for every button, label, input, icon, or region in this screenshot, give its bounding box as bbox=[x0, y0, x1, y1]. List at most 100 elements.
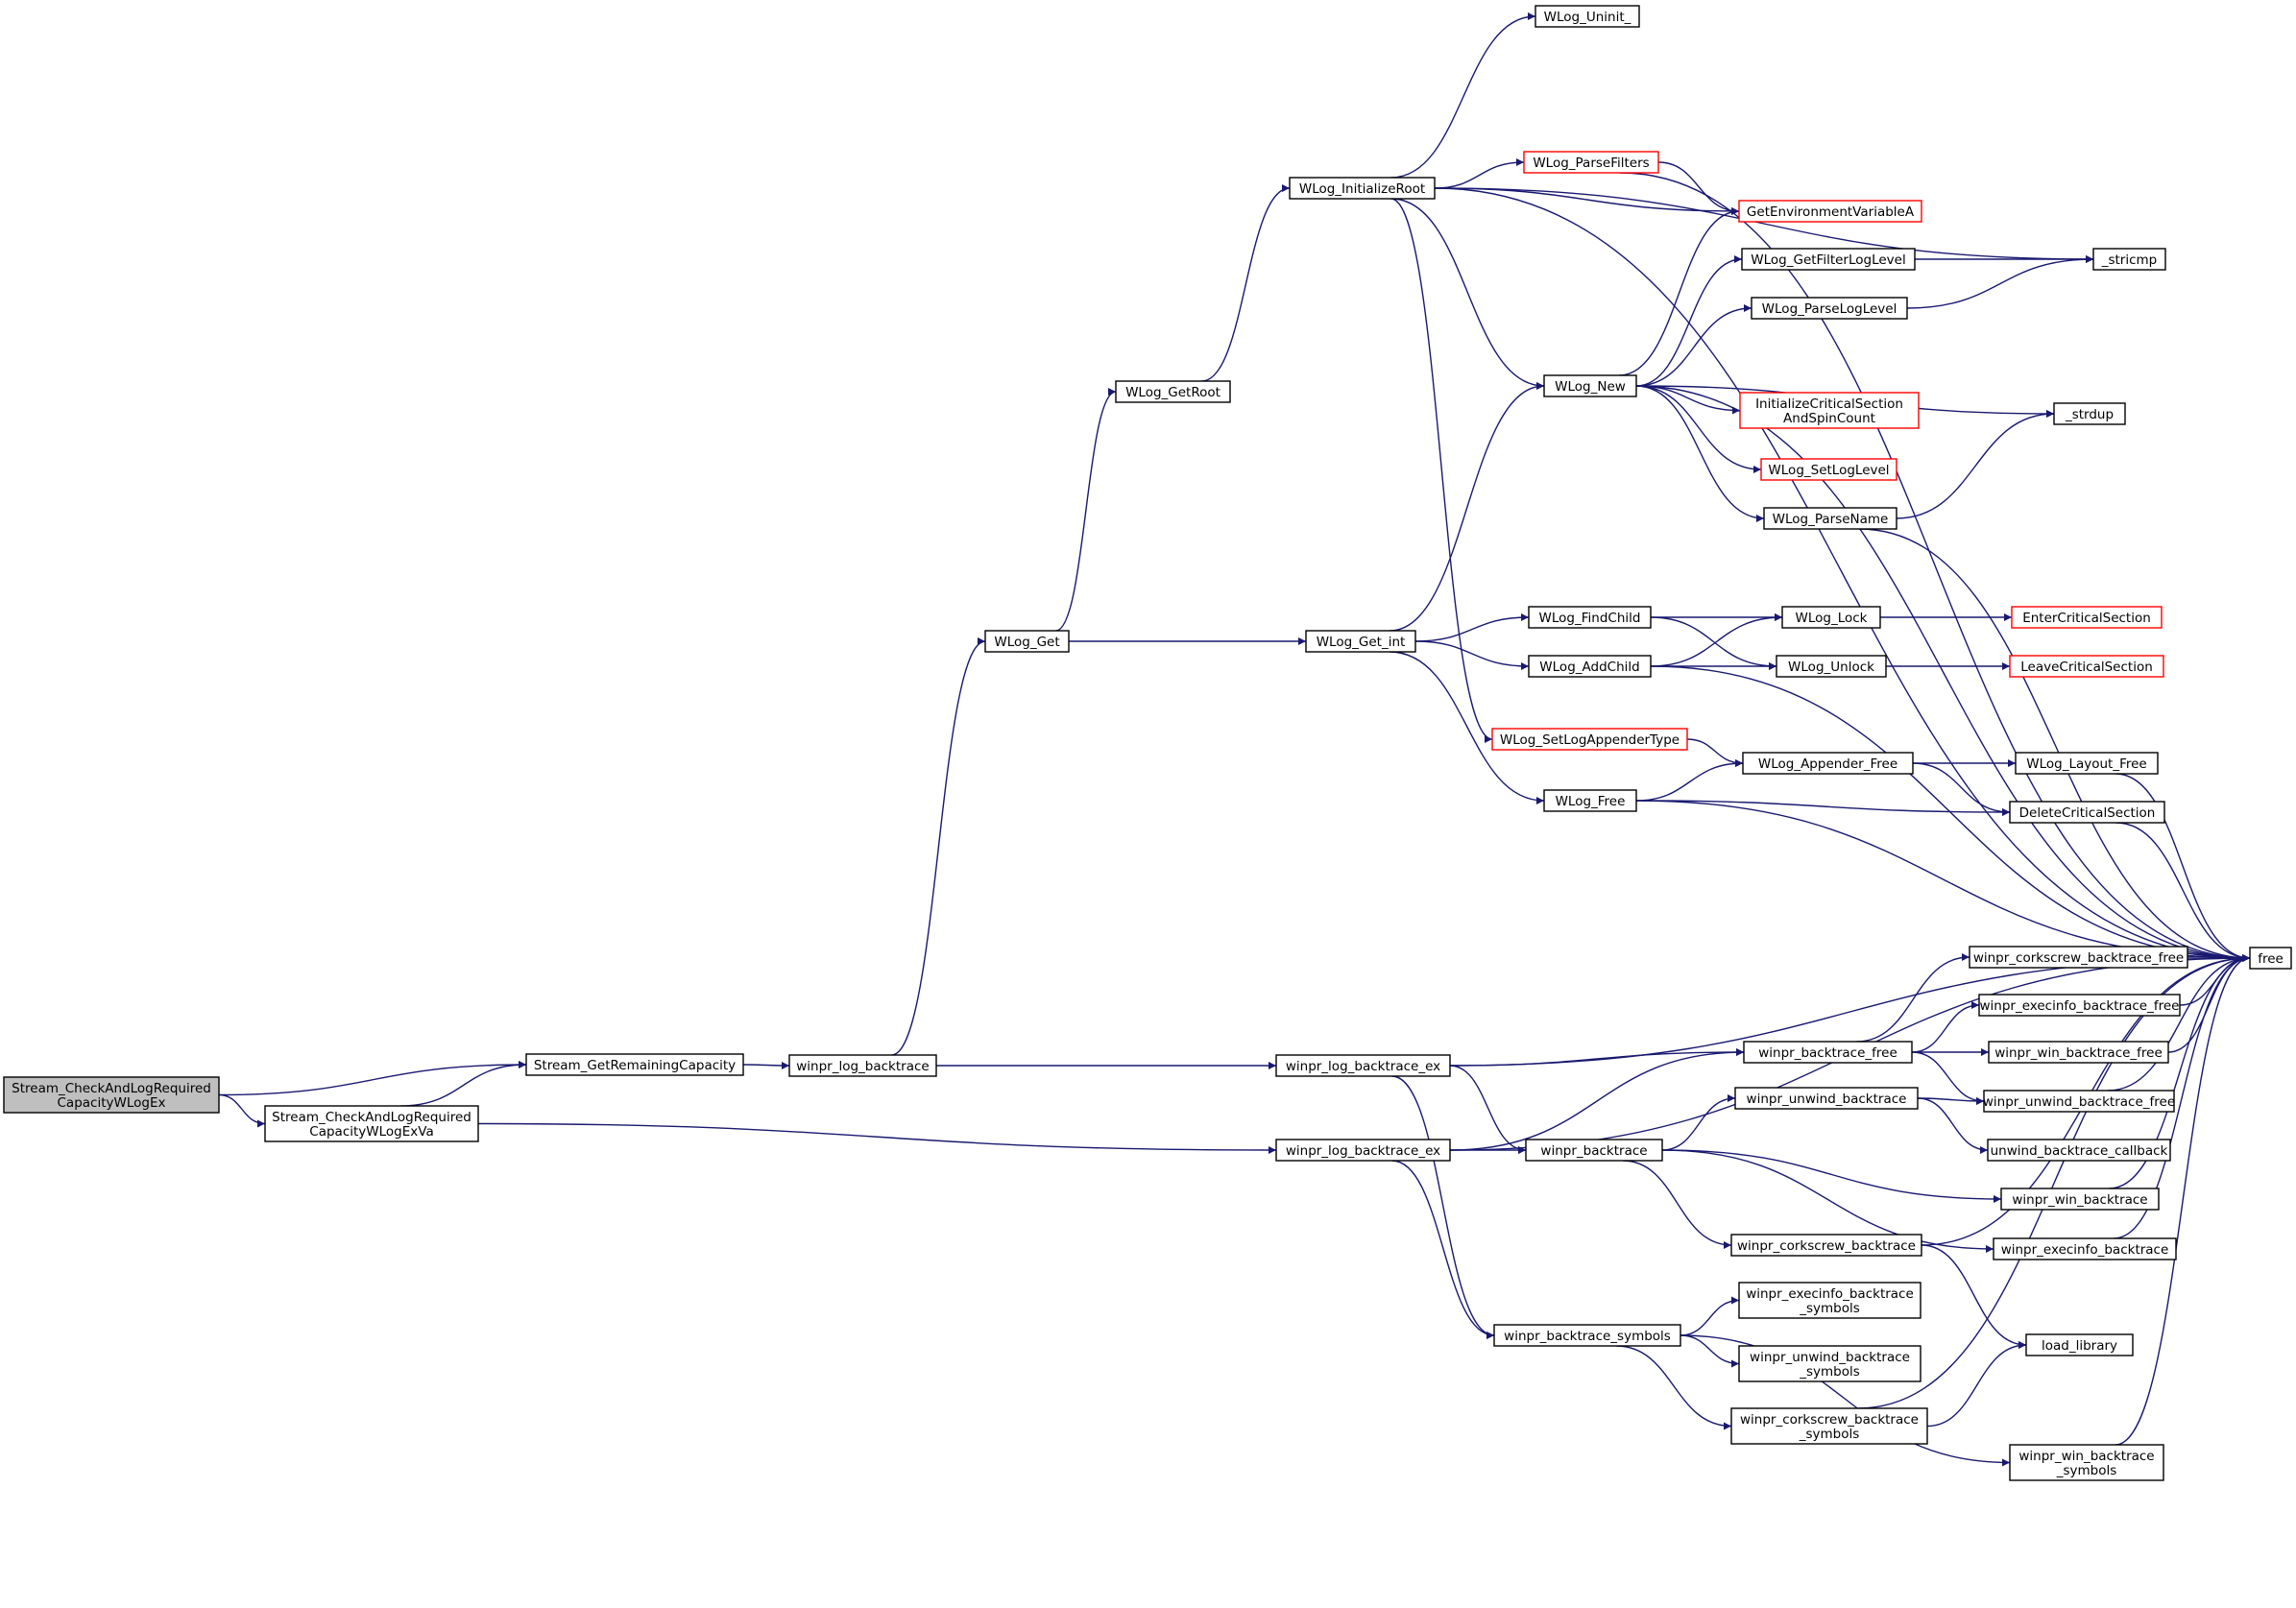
function-node-label: winpr_execinfo_backtrace_free bbox=[1980, 998, 2180, 1014]
function-node-strdup[interactable]: _strdup bbox=[2053, 402, 2126, 425]
function-node-entercs[interactable]: EnterCriticalSection bbox=[2011, 606, 2163, 629]
function-node-stricmp[interactable]: _stricmp bbox=[2092, 248, 2166, 271]
function-node-appfree[interactable]: WLog_Appender_Free bbox=[1742, 752, 1914, 775]
function-node-layoutfree[interactable]: WLog_Layout_Free bbox=[2015, 752, 2159, 775]
function-node-label: winpr_unwind_backtrace_free bbox=[1983, 1094, 2175, 1110]
call-edge-root-to-getremcap bbox=[218, 1061, 527, 1096]
call-edge-btfree-to-unwindfree bbox=[1911, 1051, 1985, 1105]
function-node-free[interactable]: free bbox=[2249, 947, 2292, 970]
function-node-winfree[interactable]: winpr_win_backtrace_free bbox=[1988, 1041, 2169, 1064]
function-node-unwindcb[interactable]: unwind_backtrace_callback bbox=[1987, 1139, 2171, 1162]
function-node-getfilterll[interactable]: WLog_GetFilterLogLevel bbox=[1741, 248, 1916, 271]
function-node-label: WLog_Layout_Free bbox=[2026, 756, 2147, 772]
function-node-loadlib[interactable]: load_library bbox=[2025, 1333, 2134, 1356]
function-node-label: winpr_unwind_backtrace bbox=[1750, 1350, 1910, 1365]
function-node-label: _symbols bbox=[1799, 1301, 1860, 1316]
function-node-box bbox=[1969, 946, 2188, 969]
function-node-btsym[interactable]: winpr_backtrace_symbols bbox=[1493, 1324, 1681, 1347]
function-node-addchild[interactable]: WLog_AddChild bbox=[1528, 655, 1652, 678]
function-node-getremcap[interactable]: Stream_GetRemainingCapacity bbox=[525, 1053, 744, 1076]
function-node-unwindfree[interactable]: winpr_unwind_backtrace_free bbox=[1983, 1090, 2175, 1113]
function-node-backtrace[interactable]: winpr_backtrace bbox=[1525, 1139, 1663, 1162]
function-node-setappender[interactable]: WLog_SetLogAppenderType bbox=[1491, 728, 1688, 751]
function-node-setll[interactable]: WLog_SetLogLevel bbox=[1760, 458, 1897, 481]
function-node-getint[interactable]: WLog_Get_int bbox=[1305, 630, 1416, 653]
call-edge-btfree-to-execfree bbox=[1911, 1001, 1980, 1053]
function-node-label: winpr_execinfo_backtrace bbox=[1746, 1286, 1914, 1302]
function-node-label: WLog_InitializeRoot bbox=[1299, 181, 1425, 197]
call-edge-initroot-to-setappender bbox=[1390, 198, 1493, 743]
function-node-unwindbt[interactable]: winpr_unwind_backtrace bbox=[1734, 1087, 1919, 1110]
call-edge-btsym-to-execsym bbox=[1680, 1296, 1740, 1336]
call-edge-getint-to-wlognew bbox=[1389, 382, 1545, 632]
function-node-wlogfree[interactable]: WLog_Free bbox=[1543, 789, 1637, 812]
function-node-label: WLog_ParseFilters bbox=[1533, 156, 1649, 171]
function-node-box bbox=[2025, 1333, 2134, 1356]
call-edge-initroot-to-stricmp bbox=[1434, 187, 2094, 263]
function-node-uninit[interactable]: WLog_Uninit_ bbox=[1535, 5, 1640, 28]
function-node-logbtex1[interactable]: winpr_log_backtrace_ex bbox=[1275, 1054, 1451, 1077]
call-edge-logbtex2-to-btsym bbox=[1391, 1160, 1495, 1339]
function-node-label: _strdup bbox=[2065, 407, 2114, 422]
function-node-label: WLog_ParseName bbox=[1773, 512, 1889, 527]
function-node-findchild[interactable]: WLog_FindChild bbox=[1528, 606, 1652, 629]
function-node-vafn[interactable]: Stream_CheckAndLogRequiredCapacityWLogEx… bbox=[264, 1105, 479, 1142]
call-edge-getroot-to-initroot bbox=[1201, 184, 1291, 382]
function-node-box bbox=[1760, 458, 1897, 481]
function-node-execbt[interactable]: winpr_execinfo_backtrace bbox=[1993, 1237, 2177, 1260]
function-node-btfree[interactable]: winpr_backtrace_free bbox=[1743, 1041, 1913, 1064]
function-node-initroot[interactable]: WLog_InitializeRoot bbox=[1289, 177, 1436, 200]
function-node-label: _symbols bbox=[2056, 1463, 2117, 1478]
function-node-deletecs[interactable]: DeleteCriticalSection bbox=[2009, 801, 2165, 824]
call-edge-wlogfree-to-appfree bbox=[1635, 759, 1744, 802]
function-node-logbtex2[interactable]: winpr_log_backtrace_ex bbox=[1275, 1139, 1451, 1162]
function-node-box bbox=[1763, 507, 1897, 530]
function-node-box bbox=[1528, 655, 1652, 678]
function-node-execsym[interactable]: winpr_execinfo_backtrace_symbols bbox=[1738, 1282, 1921, 1319]
function-node-execfree[interactable]: winpr_execinfo_backtrace_free bbox=[1978, 994, 2181, 1017]
function-node-corksym[interactable]: winpr_corkscrew_backtrace_symbols bbox=[1730, 1407, 1928, 1445]
function-node-label: WLog_FindChild bbox=[1539, 611, 1641, 626]
call-edge-winsym-to-free bbox=[2115, 954, 2251, 1446]
function-node-label: WLog_Lock bbox=[1796, 611, 1868, 626]
function-node-wlogget[interactable]: WLog_Get bbox=[984, 630, 1070, 653]
call-edge-corksym-to-loadlib bbox=[1926, 1341, 2027, 1428]
function-node-parsename[interactable]: WLog_ParseName bbox=[1763, 507, 1897, 530]
function-node-box bbox=[1988, 1041, 2169, 1064]
function-node-winsym[interactable]: winpr_win_backtrace_symbols bbox=[2009, 1444, 2164, 1481]
function-node-label: WLog_Get_int bbox=[1317, 635, 1406, 650]
function-node-box bbox=[1289, 177, 1436, 200]
function-node-label: _symbols bbox=[1799, 1427, 1860, 1442]
function-node-winbt[interactable]: winpr_win_backtrace bbox=[2000, 1188, 2160, 1211]
function-node-lock[interactable]: WLog_Lock bbox=[1781, 606, 1881, 629]
function-node-box bbox=[1743, 1041, 1913, 1064]
function-node-unlock[interactable]: WLog_Unlock bbox=[1776, 655, 1887, 678]
function-node-parsefilters[interactable]: WLog_ParseFilters bbox=[1523, 151, 1659, 174]
function-node-getenv[interactable]: GetEnvironmentVariableA bbox=[1738, 200, 1922, 223]
function-node-corkbt[interactable]: winpr_corkscrew_backtrace bbox=[1730, 1234, 1922, 1257]
call-edge-corkbt-to-loadlib bbox=[1921, 1244, 2027, 1349]
function-node-label: WLog_Free bbox=[1556, 794, 1626, 809]
function-node-box bbox=[1734, 1087, 1919, 1110]
function-node-label: winpr_log_backtrace_ex bbox=[1286, 1143, 1440, 1159]
function-node-box bbox=[2000, 1188, 2160, 1211]
function-node-box bbox=[1491, 728, 1688, 751]
function-node-label: load_library bbox=[2042, 1338, 2117, 1354]
function-node-label: WLog_GetFilterLogLevel bbox=[1751, 252, 1905, 268]
function-node-wlognew[interactable]: WLog_New bbox=[1543, 374, 1637, 397]
function-node-unwindsym[interactable]: winpr_unwind_backtrace_symbols bbox=[1738, 1345, 1921, 1382]
function-node-box bbox=[2009, 655, 2164, 678]
function-node-logbt[interactable]: winpr_log_backtrace bbox=[788, 1054, 937, 1077]
call-edge-winbt-to-free bbox=[2108, 954, 2251, 1189]
function-node-corkfree[interactable]: winpr_corkscrew_backtrace_free bbox=[1969, 946, 2188, 969]
function-node-label: winpr_backtrace_symbols bbox=[1504, 1329, 1671, 1344]
function-node-getroot[interactable]: WLog_GetRoot bbox=[1115, 380, 1231, 403]
function-node-label: WLog_New bbox=[1555, 379, 1626, 395]
function-node-box bbox=[1738, 200, 1922, 223]
function-node-parsell[interactable]: WLog_ParseLogLevel bbox=[1751, 297, 1908, 320]
function-node-leavecs[interactable]: LeaveCriticalSection bbox=[2009, 655, 2164, 678]
function-node-label: winpr_corkscrew_backtrace_free bbox=[1973, 950, 2184, 966]
function-node-label: GetEnvironmentVariableA bbox=[1747, 204, 1915, 220]
